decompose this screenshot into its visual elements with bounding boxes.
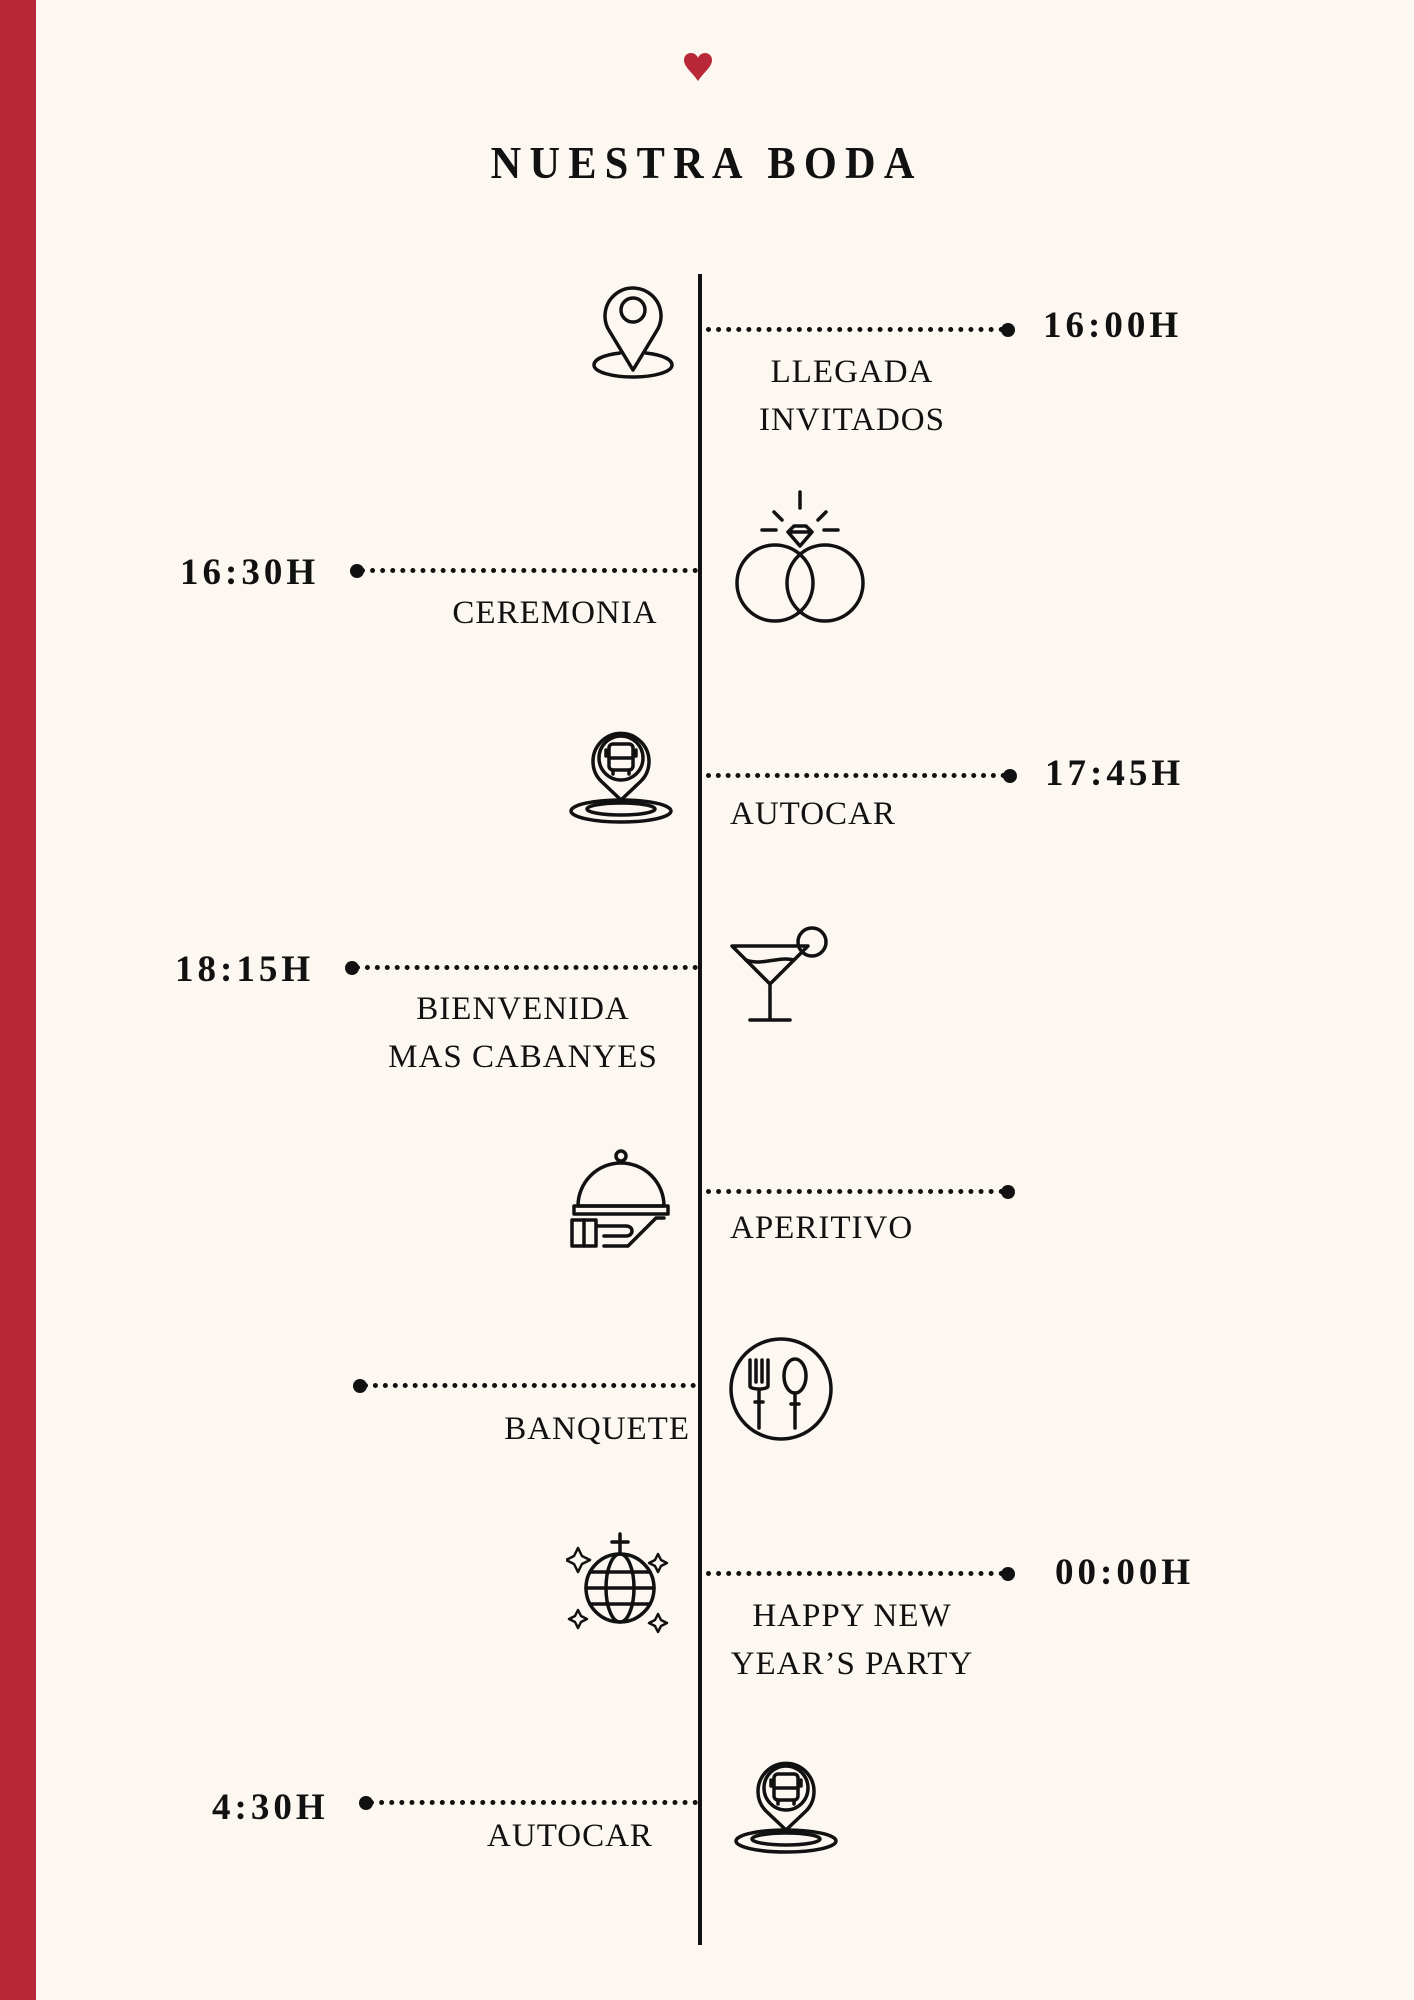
event-label: BIENVENIDA MAS CABANYES	[363, 985, 683, 1081]
event-label: AUTOCAR	[730, 790, 896, 838]
event-time: 4:30H	[212, 1787, 329, 1828]
connector-line	[706, 1571, 1004, 1576]
label-line: BIENVENIDA	[416, 991, 630, 1027]
connector-line	[360, 568, 698, 573]
connector-dot	[1001, 323, 1015, 337]
plate-cutlery-icon	[728, 1336, 834, 1442]
connector-dot	[353, 1379, 367, 1393]
connector-line	[706, 1189, 1004, 1194]
event-time: 17:45H	[1045, 753, 1185, 794]
connector-line	[363, 1383, 696, 1388]
map-pin-icon	[590, 280, 676, 386]
heart-icon	[684, 53, 712, 81]
label-line: LLEGADA	[770, 354, 934, 390]
timeline-spine	[698, 274, 702, 1945]
label-line: AUTOCAR	[487, 1818, 653, 1854]
connector-line	[355, 965, 698, 970]
cocktail-icon	[728, 920, 834, 1026]
bus-location-icon	[731, 1746, 841, 1856]
event-label: HAPPY NEW YEAR’S PARTY	[697, 1592, 1007, 1688]
event-time: 16:00H	[1043, 305, 1183, 346]
label-line: MAS CABANYES	[388, 1039, 658, 1075]
connector-line	[369, 1800, 698, 1805]
event-time: 18:15H	[175, 949, 315, 990]
event-label: LLEGADA INVITADOS	[712, 348, 992, 444]
label-line: APERITIVO	[730, 1210, 914, 1246]
connector-dot	[350, 564, 364, 578]
cloche-icon	[568, 1148, 674, 1250]
connector-dot	[345, 961, 359, 975]
page-title: NUESTRA BODA	[490, 137, 923, 188]
label-line: AUTOCAR	[730, 796, 896, 832]
connector-dot	[1001, 1185, 1015, 1199]
connector-dot	[1001, 1567, 1015, 1581]
event-time: 16:30H	[180, 552, 320, 593]
accent-sidebar-bar	[0, 0, 36, 2000]
event-time: 00:00H	[1055, 1552, 1195, 1593]
event-label: AUTOCAR	[470, 1812, 670, 1860]
label-line: YEAR’S PARTY	[730, 1646, 974, 1682]
wedding-rings-icon	[730, 488, 870, 624]
label-line: CEREMONIA	[452, 595, 658, 631]
label-line: BANQUETE	[504, 1411, 690, 1447]
connector-line	[706, 327, 1004, 332]
label-line: INVITADOS	[758, 402, 945, 438]
event-label: CEREMONIA	[420, 589, 690, 637]
connector-dot	[359, 1796, 373, 1810]
connector-line	[706, 773, 1006, 778]
event-label: APERITIVO	[730, 1204, 913, 1252]
event-label: BANQUETE	[470, 1405, 690, 1453]
label-line: HAPPY NEW	[752, 1598, 952, 1634]
bus-location-icon	[566, 716, 676, 826]
disco-ball-icon	[564, 1528, 674, 1636]
connector-dot	[1003, 769, 1017, 783]
